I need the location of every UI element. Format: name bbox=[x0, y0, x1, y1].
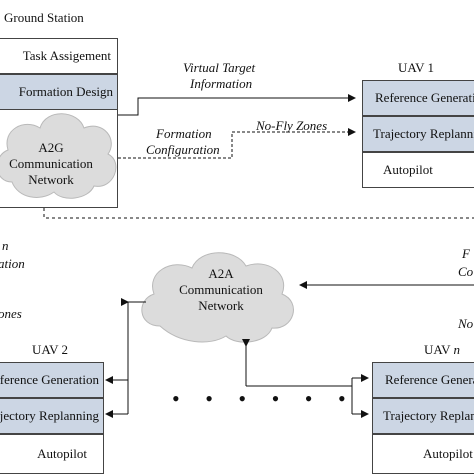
formation-config-label-1: Formation bbox=[156, 126, 212, 141]
a2a-cloud-shape bbox=[141, 252, 294, 343]
uav1-trajectory-box: Trajectory Replanning bbox=[362, 116, 474, 152]
a2a-line-3: Network bbox=[198, 298, 244, 313]
ground-dashed-line bbox=[43, 208, 474, 219]
left-fragment-3: ones bbox=[0, 306, 22, 321]
uav2-autopilot-label: Autopilot bbox=[37, 446, 87, 461]
uav2-trajectory-label: Trajectory Replanning bbox=[0, 408, 99, 423]
formation-design-label: Formation Design bbox=[18, 84, 113, 99]
uav1-title: UAV 1 bbox=[398, 60, 435, 75]
uav1-reference-box: Reference Generation bbox=[362, 80, 474, 116]
task-assignment-box: Task Assigement bbox=[0, 38, 118, 74]
a2g-line-2: Communication bbox=[9, 156, 93, 171]
no-fly-zones-label: No-Fly Zones bbox=[256, 118, 328, 133]
right-fragment-3: No bbox=[458, 316, 474, 331]
uav2-autopilot-box: Autopilot bbox=[0, 434, 104, 474]
left-fragment-2: ation bbox=[0, 256, 25, 271]
task-assignment-label: Task Assigement bbox=[22, 48, 111, 63]
uav1-autopilot-label: Autopilot bbox=[383, 162, 433, 177]
formation-config-arrow bbox=[118, 128, 356, 159]
uav1-reference-label: Reference Generation bbox=[375, 90, 474, 105]
uavn-title-n: n bbox=[453, 342, 461, 357]
a2g-line-1: A2G bbox=[38, 140, 64, 155]
uav1-trajectory-label: Trajectory Replanning bbox=[373, 126, 474, 141]
a2g-network-text: A2G Communication Network bbox=[6, 140, 96, 188]
uavn-title-prefix: UAV bbox=[424, 342, 451, 357]
uavn-trajectory-label: Trajectory Replanning bbox=[383, 408, 474, 423]
uav2-reference-box: Reference Generation bbox=[0, 362, 104, 398]
a2a-network-text: A2A Communication Network bbox=[176, 266, 266, 314]
virtual-target-arrow bbox=[118, 94, 356, 116]
uav2-trajectory-box: Trajectory Replanning bbox=[0, 398, 104, 434]
a2a-line-1: A2A bbox=[208, 266, 234, 281]
uav2-title: UAV 2 bbox=[32, 342, 69, 357]
uavn-reference-box: Reference Generation bbox=[372, 362, 474, 398]
left-fragment-1: n bbox=[2, 238, 9, 253]
formation-config-label-2: Configuration bbox=[146, 142, 220, 157]
uavn-autopilot-label: Autopilot bbox=[423, 446, 473, 461]
uavn-autopilot-box: Autopilot bbox=[372, 434, 474, 474]
right-fragment-1: F bbox=[462, 246, 470, 261]
uavn-trajectory-box: Trajectory Replanning bbox=[372, 398, 474, 434]
uav2-reference-label: Reference Generation bbox=[0, 372, 99, 387]
uav1-autopilot-box: Autopilot bbox=[362, 152, 474, 188]
uavn-reference-label: Reference Generation bbox=[385, 372, 474, 387]
right-fragment-2: Co bbox=[458, 264, 474, 279]
a2g-line-3: Network bbox=[28, 172, 74, 187]
uavn-title: UAV n bbox=[424, 342, 460, 358]
a2g-cloud-shape bbox=[0, 113, 117, 199]
a2a-line-2: Communication bbox=[179, 282, 263, 297]
virtual-target-label-1: Virtual Target bbox=[183, 60, 256, 75]
virtual-target-label-2: Information bbox=[190, 76, 253, 91]
more-uavs-ellipsis: • • • • • • bbox=[172, 386, 356, 411]
ground-station-title: Ground Station bbox=[4, 10, 84, 25]
formation-design-box: Formation Design bbox=[0, 74, 118, 110]
